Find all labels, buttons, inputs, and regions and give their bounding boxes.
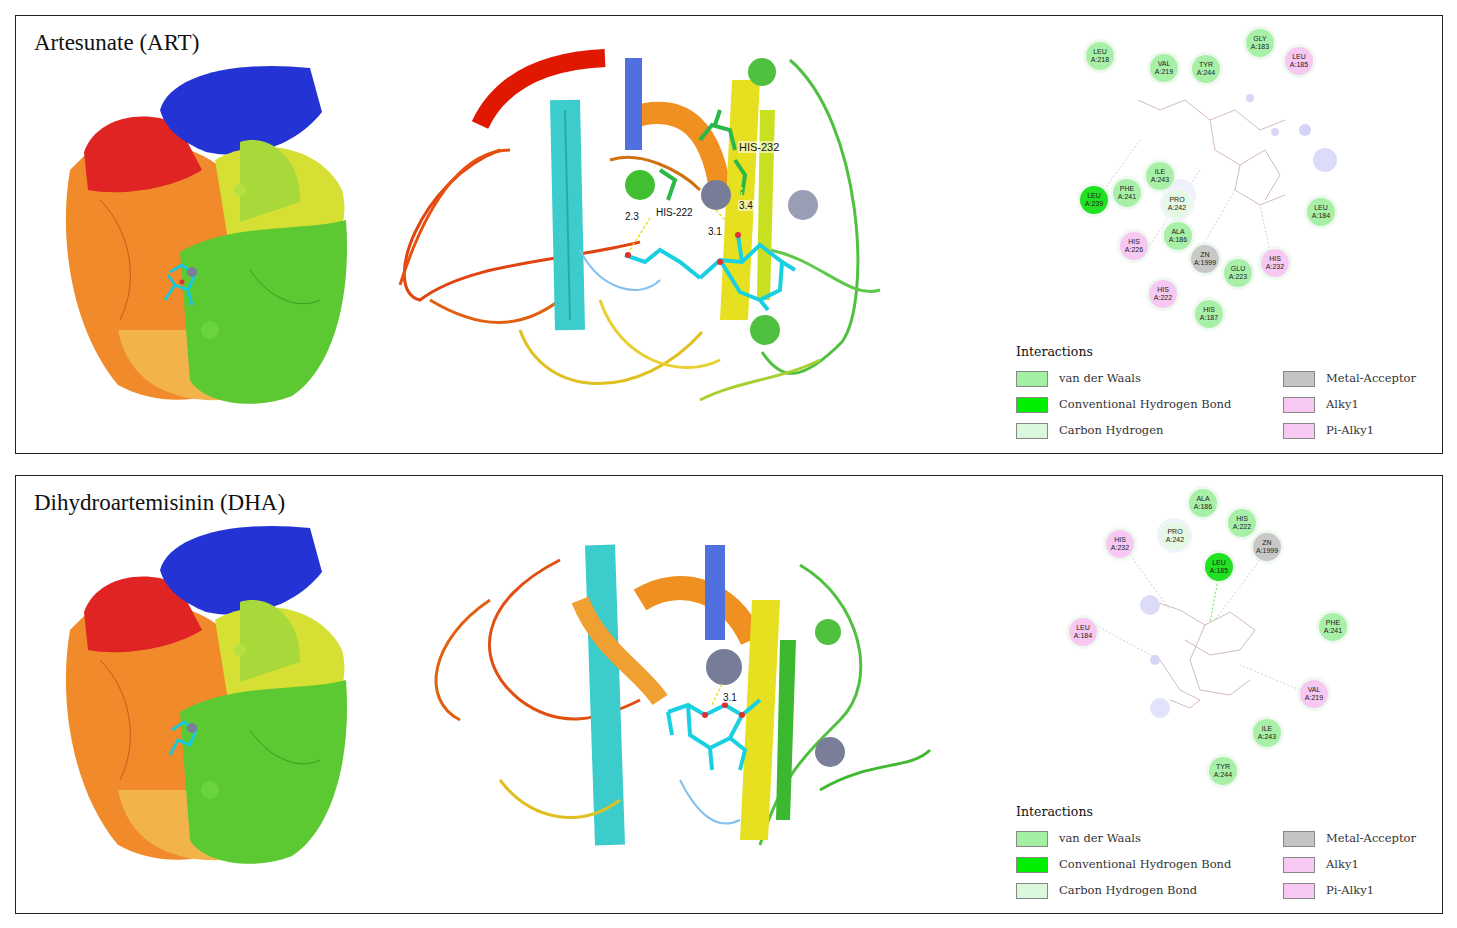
residue-circle: ALA A:186 <box>1164 222 1192 250</box>
residue-label: ALA A:186 <box>1166 228 1190 244</box>
residue-label: HIS A:232 <box>1263 255 1287 271</box>
residue-circle: HIS A:222 <box>1228 509 1256 537</box>
residue-label: TYR A:244 <box>1194 61 1218 77</box>
residue-circle: VAL A:219 <box>1150 54 1178 82</box>
residue-circle: HIS A:187 <box>1195 300 1223 328</box>
residue-label: HIS A:232 <box>1108 536 1132 552</box>
residue-circle: LEU A:185 <box>1205 553 1233 581</box>
residue-label: HIS A:222 <box>1151 286 1175 302</box>
residue-label: HIS A:187 <box>1197 306 1221 322</box>
legend-swatch <box>1016 831 1048 847</box>
legend-text: Carbon Hydrogen <box>1059 423 1163 437</box>
residue-circle: LEU A:184 <box>1307 198 1335 226</box>
residue-label: ZN A:1999 <box>1255 539 1279 555</box>
residue-label: GLU A:223 <box>1226 265 1250 281</box>
legend-swatch <box>1283 883 1315 899</box>
legend-swatch <box>1283 371 1315 387</box>
residue-label: LEU A:184 <box>1071 624 1095 640</box>
legend-swatch <box>1283 397 1315 413</box>
residue-circle: LEU A:239 <box>1080 186 1108 214</box>
legend-heading: Interactions <box>1016 804 1093 819</box>
residue-circle: PRO A:242 <box>1161 522 1189 550</box>
legend-text: van der Waals <box>1059 371 1141 385</box>
residue-label: HIS A:222 <box>1230 515 1254 531</box>
legend-swatch <box>1283 423 1315 439</box>
residue-circle: LEU A:184 <box>1069 618 1097 646</box>
panel-title: Dihydroartemisinin (DHA) <box>34 490 285 516</box>
residue-circle: HIS A:226 <box>1120 232 1148 260</box>
residue-label: GLY A:183 <box>1248 35 1272 51</box>
residue-circle: ALA A:186 <box>1189 489 1217 517</box>
legend-swatch <box>1016 883 1048 899</box>
residue-label: PHE A:241 <box>1115 185 1139 201</box>
residue-label: LEU A:185 <box>1207 559 1231 575</box>
panel-title: Artesunate (ART) <box>34 30 199 56</box>
legend-text: Metal-Acceptor <box>1326 371 1416 385</box>
residue-circle: LEU A:185 <box>1285 47 1313 75</box>
legend-swatch <box>1016 397 1048 413</box>
residue-circle: PHE A:241 <box>1319 613 1347 641</box>
residue-circle: ILE A:243 <box>1146 162 1174 190</box>
residue-label: LEU A:184 <box>1309 204 1333 220</box>
residue-label: LEU A:185 <box>1287 53 1311 69</box>
legend-swatch <box>1016 857 1048 873</box>
residue-circle: TYR A:244 <box>1209 757 1237 785</box>
legend-text: Metal-Acceptor <box>1326 831 1416 845</box>
figure-panel: Artesunate (ART) LEU A:218VAL A:219 TYR A:… <box>15 15 1443 454</box>
residue-circle: ZN A:1999 <box>1253 533 1281 561</box>
distance-label: 3.4 <box>738 200 754 211</box>
residue-circle: ZN A:1999 <box>1191 245 1219 273</box>
residue-label: TYR A:244 <box>1211 763 1235 779</box>
residue-label: PRO A:242 <box>1165 196 1189 212</box>
distance-label: HIS-232 <box>738 141 780 153</box>
residue-circle: HIS A:232 <box>1261 249 1289 277</box>
legend-swatch <box>1283 831 1315 847</box>
residue-circle: LEU A:218 <box>1086 42 1114 70</box>
residue-circle: HIS A:222 <box>1149 280 1177 308</box>
legend-text: Conventional Hydrogen Bond <box>1059 397 1231 411</box>
legend-text: Alky1 <box>1326 397 1359 411</box>
distance-label: 3.1 <box>722 692 738 703</box>
residue-circle: PRO A:242 <box>1163 190 1191 218</box>
residue-label: LEU A:239 <box>1082 192 1106 208</box>
legend-text: Alky1 <box>1326 857 1359 871</box>
residue-circle: VAL A:219 <box>1300 680 1328 708</box>
legend-swatch <box>1016 371 1048 387</box>
distance-label: HIS-222 <box>655 207 694 218</box>
legend-text: van der Waals <box>1059 831 1141 845</box>
residue-circle: TYR A:244 <box>1192 55 1220 83</box>
residue-label: ILE A:243 <box>1148 168 1172 184</box>
residue-label: ZN A:1999 <box>1193 251 1217 267</box>
legend-swatch <box>1016 423 1048 439</box>
legend-text: Conventional Hydrogen Bond <box>1059 857 1231 871</box>
legend-heading: Interactions <box>1016 344 1093 359</box>
distance-label: 3.1 <box>707 226 723 237</box>
residue-label: ILE A:243 <box>1255 725 1279 741</box>
residue-label: LEU A:218 <box>1088 48 1112 64</box>
residue-label: ALA A:186 <box>1191 495 1215 511</box>
residue-label: VAL A:219 <box>1152 60 1176 76</box>
residue-label: HIS A:226 <box>1122 238 1146 254</box>
residue-circle: HIS A:232 <box>1106 530 1134 558</box>
residue-label: VAL A:219 <box>1302 686 1326 702</box>
legend-text: Carbon Hydrogen Bond <box>1059 883 1197 897</box>
legend-swatch <box>1283 857 1315 873</box>
legend-text: Pi-Alky1 <box>1326 883 1374 897</box>
residue-label: PRO A:242 <box>1163 528 1187 544</box>
legend-text: Pi-Alky1 <box>1326 423 1374 437</box>
residue-circle: GLY A:183 <box>1246 29 1274 57</box>
residue-circle: GLU A:223 <box>1224 259 1252 287</box>
residue-circle: PHE A:241 <box>1113 179 1141 207</box>
distance-label: 2.3 <box>624 211 640 222</box>
residue-label: PHE A:241 <box>1321 619 1345 635</box>
residue-circle: ILE A:243 <box>1253 719 1281 747</box>
